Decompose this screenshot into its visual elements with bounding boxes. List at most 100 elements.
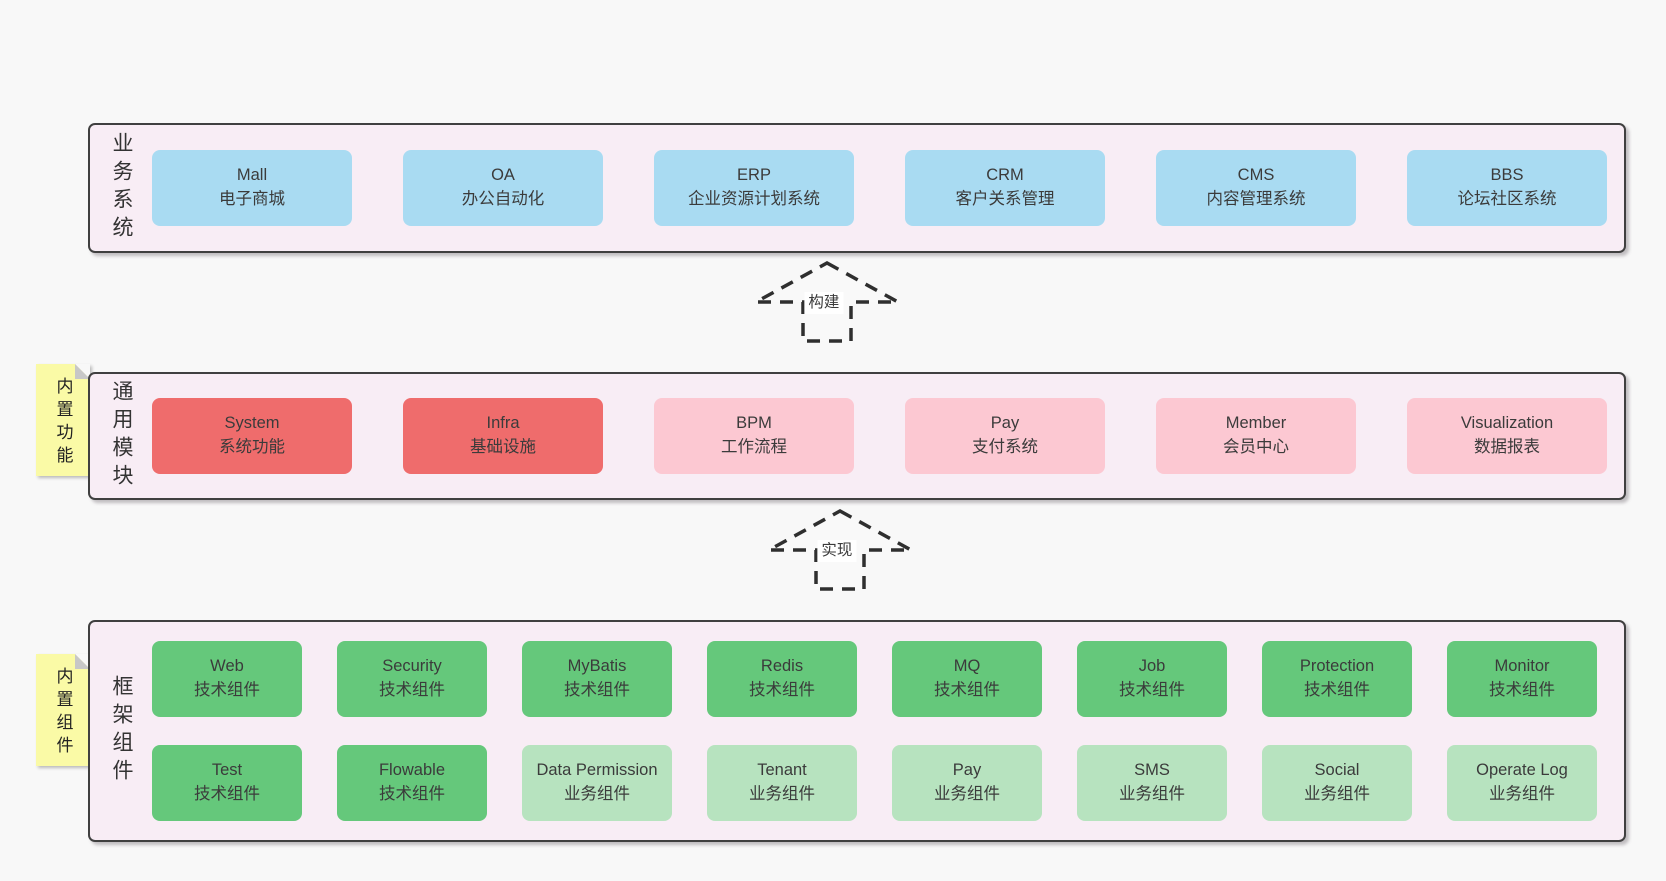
box-title: Tenant	[757, 761, 807, 780]
box-subtitle: 业务组件	[749, 785, 815, 803]
box-web: Web 技术组件	[152, 641, 302, 717]
sticky-note-text: 内置组件	[53, 667, 73, 759]
box-subtitle: 技术组件	[1304, 681, 1370, 699]
box-title: Member	[1225, 414, 1287, 433]
box-title: Monitor	[1494, 657, 1550, 676]
arrow-implement-label: 实现	[817, 540, 857, 562]
box-tenant: Tenant 业务组件	[707, 745, 857, 821]
box-bpm: BPM 工作流程	[654, 398, 854, 474]
box-subtitle: 内容管理系统	[1206, 190, 1306, 208]
box-title: Visualization	[1460, 414, 1554, 433]
box-cms: CMS 内容管理系统	[1156, 150, 1356, 226]
box-title: ERP	[737, 166, 771, 185]
band-common-modules-label: 通用模块	[110, 380, 133, 492]
band-business-systems: 业务系统 Mall 电子商城 OA 办公自动化 ERP 企业资源计划系统 CRM…	[88, 123, 1626, 253]
box-subtitle: 技术组件	[749, 681, 815, 699]
box-sms: SMS 业务组件	[1077, 745, 1227, 821]
band-label-column: 通用模块	[90, 374, 152, 498]
box-title: Data Permission	[536, 761, 658, 780]
box-subtitle: 数据报表	[1474, 438, 1540, 456]
band-framework-components-label: 框架组件	[110, 675, 133, 787]
box-title: BPM	[736, 414, 772, 433]
framework-row-technical: Web 技术组件 Security 技术组件 MyBatis 技术组件 Redi…	[152, 641, 1597, 717]
box-title: Mall	[236, 166, 268, 185]
box-title: Test	[211, 761, 243, 780]
box-title: MyBatis	[567, 657, 627, 676]
box-pay-module: Pay 支付系统	[905, 398, 1105, 474]
box-subtitle: 论坛社区系统	[1457, 190, 1557, 208]
framework-row-business: Test 技术组件 Flowable 技术组件 Data Permission …	[152, 745, 1597, 821]
box-subtitle: 业务组件	[934, 785, 1000, 803]
box-title: Job	[1138, 657, 1166, 676]
box-mybatis: MyBatis 技术组件	[522, 641, 672, 717]
sticky-note-text: 内置功能	[53, 377, 73, 469]
box-title: BBS	[1490, 166, 1524, 185]
box-title: Web	[210, 657, 244, 676]
box-subtitle: 企业资源计划系统	[688, 190, 820, 208]
box-member: Member 会员中心	[1156, 398, 1356, 474]
band-label-column: 框架组件	[90, 622, 152, 840]
sticky-note-built-in-functions: 内置功能	[36, 364, 90, 476]
arrow-build: 构建	[752, 260, 902, 344]
box-social: Social 业务组件	[1262, 745, 1412, 821]
box-subtitle: 业务组件	[564, 785, 630, 803]
box-title: Pay	[952, 761, 982, 780]
band-common-modules-content: System 系统功能 Infra 基础设施 BPM 工作流程 Pay 支付系统…	[152, 374, 1625, 498]
box-security: Security 技术组件	[337, 641, 487, 717]
box-title: Infra	[486, 414, 520, 433]
box-operate-log: Operate Log 业务组件	[1447, 745, 1597, 821]
box-system: System 系统功能	[152, 398, 352, 474]
box-subtitle: 办公自动化	[461, 190, 545, 208]
box-subtitle: 技术组件	[379, 681, 445, 699]
box-title: Pay	[990, 414, 1020, 433]
box-title: OA	[491, 166, 515, 185]
box-title: Redis	[760, 657, 804, 676]
band-common-modules: 通用模块 System 系统功能 Infra 基础设施 BPM 工作流程 Pay…	[88, 372, 1626, 500]
box-title: Operate Log	[1476, 761, 1568, 780]
box-title: Protection	[1299, 657, 1375, 676]
box-subtitle: 业务组件	[1489, 785, 1555, 803]
box-subtitle: 工作流程	[721, 438, 787, 456]
box-monitor: Monitor 技术组件	[1447, 641, 1597, 717]
box-subtitle: 业务组件	[1119, 785, 1185, 803]
box-test: Test 技术组件	[152, 745, 302, 821]
sticky-note-built-in-components: 内置组件	[36, 654, 90, 766]
box-subtitle: 基础设施	[470, 438, 536, 456]
box-subtitle: 业务组件	[1304, 785, 1370, 803]
band-business-systems-content: Mall 电子商城 OA 办公自动化 ERP 企业资源计划系统 CRM 客户关系…	[152, 125, 1625, 251]
box-crm: CRM 客户关系管理	[905, 150, 1105, 226]
box-data-permission: Data Permission 业务组件	[522, 745, 672, 821]
box-subtitle: 系统功能	[219, 438, 285, 456]
box-redis: Redis 技术组件	[707, 641, 857, 717]
box-infra: Infra 基础设施	[403, 398, 603, 474]
box-subtitle: 电子商城	[219, 190, 285, 208]
arrow-build-label: 构建	[804, 292, 844, 314]
box-mq: MQ 技术组件	[892, 641, 1042, 717]
box-bbs: BBS 论坛社区系统	[1407, 150, 1607, 226]
box-protection: Protection 技术组件	[1262, 641, 1412, 717]
box-title: System	[224, 414, 280, 433]
box-subtitle: 客户关系管理	[955, 190, 1055, 208]
band-framework-components-content: Web 技术组件 Security 技术组件 MyBatis 技术组件 Redi…	[152, 622, 1625, 840]
box-erp: ERP 企业资源计划系统	[654, 150, 854, 226]
box-title: Social	[1314, 761, 1360, 780]
box-title: Security	[382, 657, 442, 676]
box-job: Job 技术组件	[1077, 641, 1227, 717]
box-title: MQ	[953, 657, 981, 676]
box-title: CRM	[986, 166, 1024, 185]
arrow-implement: 实现	[765, 508, 915, 592]
band-business-systems-label: 业务系统	[110, 132, 133, 244]
band-framework-components: 框架组件 Web 技术组件 Security 技术组件 MyBatis 技术组件…	[88, 620, 1626, 842]
box-title: CMS	[1237, 166, 1275, 185]
box-subtitle: 技术组件	[194, 785, 260, 803]
box-subtitle: 会员中心	[1223, 438, 1289, 456]
box-mall: Mall 电子商城	[152, 150, 352, 226]
box-subtitle: 支付系统	[972, 438, 1038, 456]
box-subtitle: 技术组件	[194, 681, 260, 699]
box-visualization: Visualization 数据报表	[1407, 398, 1607, 474]
box-flowable: Flowable 技术组件	[337, 745, 487, 821]
box-subtitle: 技术组件	[934, 681, 1000, 699]
box-subtitle: 技术组件	[564, 681, 630, 699]
box-subtitle: 技术组件	[1119, 681, 1185, 699]
